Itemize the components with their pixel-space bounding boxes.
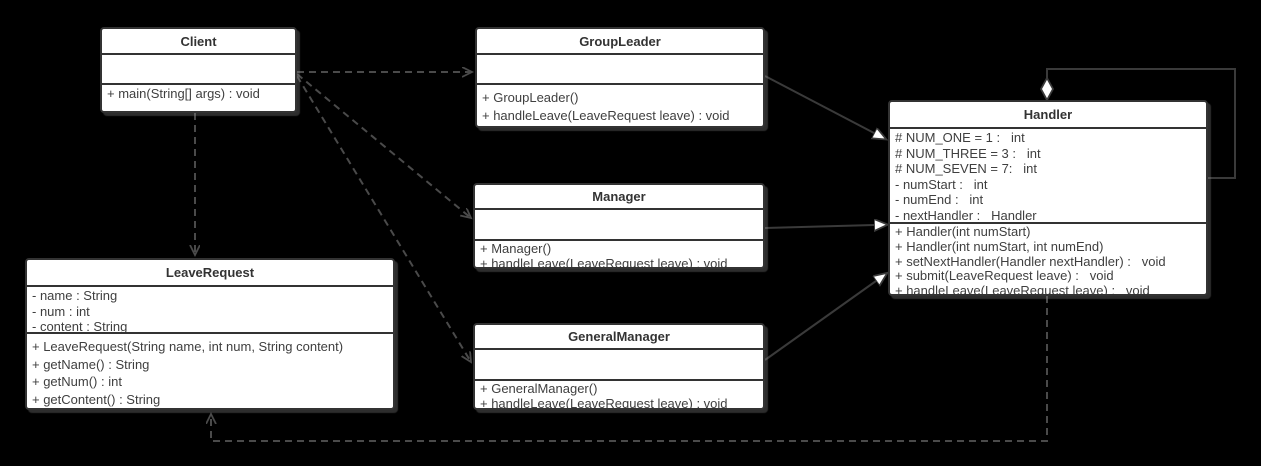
class-manager-methods: + Manager() + handleLeave(LeaveRequest l… <box>475 241 763 267</box>
class-handler[interactable]: Handler # NUM_ONE = 1 : int # NUM_THREE … <box>888 100 1208 296</box>
class-groupleader[interactable]: GroupLeader + GroupLeader() + handleLeav… <box>475 27 765 128</box>
class-generalmanager-methods: + GeneralManager() + handleLeave(LeaveRe… <box>475 381 763 408</box>
method: + handleLeave(LeaveRequest leave) : void <box>895 283 1150 294</box>
attribute: - content : String <box>32 319 128 334</box>
aggregation-diamond-icon <box>1039 76 1055 102</box>
dependency-client-leaverequest-managers <box>296 75 471 362</box>
attribute: - numStart : int <box>895 176 988 192</box>
class-handler-attributes: # NUM_ONE = 1 : int # NUM_THREE = 3 : in… <box>890 129 1206 224</box>
attribute: # NUM_THREE = 3 : int <box>895 145 1041 161</box>
attribute: - num : int <box>32 303 90 319</box>
class-client-attributes <box>102 55 295 85</box>
method: + LeaveRequest(String name, int num, Str… <box>32 339 344 354</box>
attribute: - name : String <box>32 288 118 303</box>
method: + submit(LeaveRequest leave) : void <box>895 268 1114 284</box>
class-leaverequest-attributes: - name : String - num : int - content : … <box>27 287 393 334</box>
method: + handleLeave(LeaveRequest leave) : void <box>480 255 728 267</box>
generalization-groupleader-handler <box>764 75 874 133</box>
method: + Handler(int numStart, int numEnd) <box>895 238 1104 254</box>
class-leaverequest-methods: + LeaveRequest(String name, int num, Str… <box>27 334 393 408</box>
method: + setNextHandler(Handler nextHandler) : … <box>895 253 1166 269</box>
dependency-client-manager <box>296 73 471 218</box>
method: + GroupLeader() <box>482 90 579 105</box>
class-client[interactable]: Client + main(String[] args) : void <box>100 27 297 113</box>
generalization-manager-handler <box>764 225 874 228</box>
method: + getNum() : int <box>32 374 122 389</box>
class-manager-attributes <box>475 210 763 241</box>
method: + GeneralManager() <box>480 381 598 396</box>
class-groupleader-attributes <box>477 55 763 85</box>
attribute: # NUM_SEVEN = 7: int <box>895 161 1037 176</box>
class-manager-title: Manager <box>475 185 763 210</box>
method: + main(String[] args) : void <box>107 86 260 101</box>
method: + Handler(int numStart) <box>895 224 1031 239</box>
class-groupleader-methods: + GroupLeader() + handleLeave(LeaveReque… <box>477 85 763 126</box>
class-handler-methods: + Handler(int numStart) + Handler(int nu… <box>890 224 1206 294</box>
class-groupleader-title: GroupLeader <box>477 29 763 55</box>
class-generalmanager[interactable]: GeneralManager + GeneralManager() + hand… <box>473 323 765 410</box>
aggregation-handler-self-line <box>1046 68 1236 179</box>
method: + getContent() : String <box>32 391 161 407</box>
class-manager[interactable]: Manager + Manager() + handleLeave(LeaveR… <box>473 183 765 269</box>
method: + getName() : String <box>32 356 150 372</box>
attribute: - nextHandler : Handler <box>895 207 1037 223</box>
class-handler-title: Handler <box>890 102 1206 129</box>
class-generalmanager-title: GeneralManager <box>475 325 763 350</box>
dependency-handler-leaverequest <box>211 296 1048 442</box>
generalization-generalmanager-handler <box>764 281 876 361</box>
attribute: - numEnd : int <box>895 192 984 207</box>
method: + handleLeave(LeaveRequest leave) : void <box>482 107 730 123</box>
method: + handleLeave(LeaveRequest leave) : void <box>480 395 728 408</box>
method: + Manager() <box>480 241 552 256</box>
class-client-title: Client <box>102 29 295 55</box>
class-leaverequest-title: LeaveRequest <box>27 260 393 287</box>
class-client-methods: + main(String[] args) : void <box>102 85 295 111</box>
class-generalmanager-attributes <box>475 350 763 381</box>
class-leaverequest[interactable]: LeaveRequest - name : String - num : int… <box>25 258 395 410</box>
attribute: # NUM_ONE = 1 : int <box>895 130 1025 145</box>
